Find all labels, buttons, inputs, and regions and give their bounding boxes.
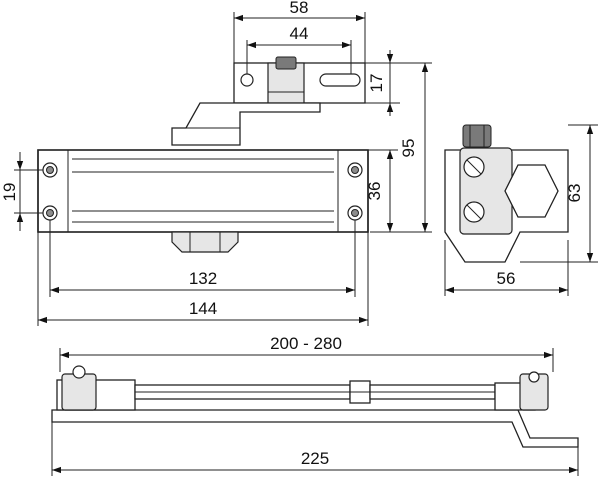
dim-side-depth: 56 (497, 269, 516, 288)
dim-body-height: 36 (365, 182, 384, 201)
dim-mount-hole-length: 132 (189, 269, 217, 288)
dim-mount-hole-spacing: 19 (0, 183, 19, 202)
closer-body (37, 149, 369, 253)
dim-bracket-height: 17 (367, 74, 386, 93)
side-view (444, 124, 569, 263)
arm-base-plate (51, 409, 579, 448)
dim-arm-reach: 200 - 280 (270, 334, 342, 353)
mounting-bracket (233, 56, 366, 104)
dim-bracket-hole-spacing: 44 (290, 24, 309, 43)
spindle (171, 231, 239, 253)
connecting-plate (171, 102, 321, 146)
arm-view (51, 365, 579, 448)
dim-arm-total-length: 225 (301, 449, 329, 468)
hex-spindle (504, 164, 559, 218)
dim-bracket-width: 58 (290, 0, 309, 17)
front-view (37, 56, 369, 253)
dim-side-height: 63 (565, 184, 584, 203)
dim-total-height: 95 (399, 139, 418, 158)
dim-body-length: 144 (189, 299, 217, 318)
